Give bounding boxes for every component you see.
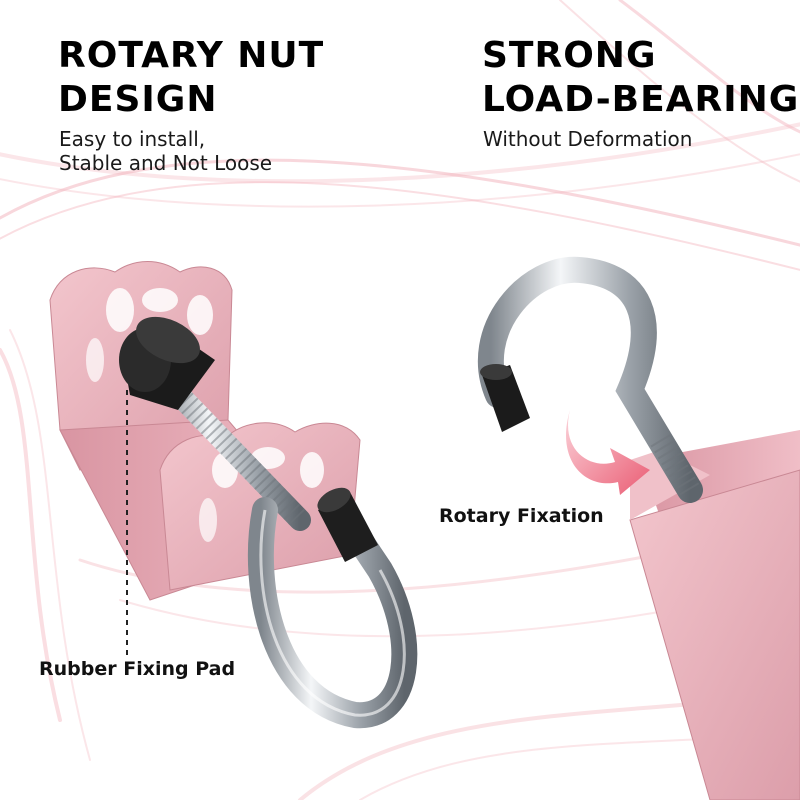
left-feature-subtitle-line2: Stable and Not Loose <box>59 151 273 175</box>
left-feature-title-line1: ROTARY NUT <box>58 35 325 76</box>
u-hook <box>247 487 418 729</box>
rubber-fixing-pad <box>119 316 215 410</box>
left-bracket-assembly <box>49 261 418 729</box>
left-feature-title-line2: DESIGN <box>58 79 218 120</box>
rotation-arrow-icon <box>566 410 650 495</box>
right-hook-assembly <box>477 256 800 800</box>
right-feature-subtitle: Without Deformation <box>483 127 693 151</box>
right-feature-title-line2: LOAD-BEARING <box>482 79 800 120</box>
right-feature-title-line1: STRONG <box>482 35 657 76</box>
rubber-fixing-pad-callout: Rubber Fixing Pad <box>39 658 236 680</box>
rotary-fixation-callout: Rotary Fixation <box>439 505 604 527</box>
left-feature-subtitle-line1: Easy to install, <box>59 127 206 151</box>
